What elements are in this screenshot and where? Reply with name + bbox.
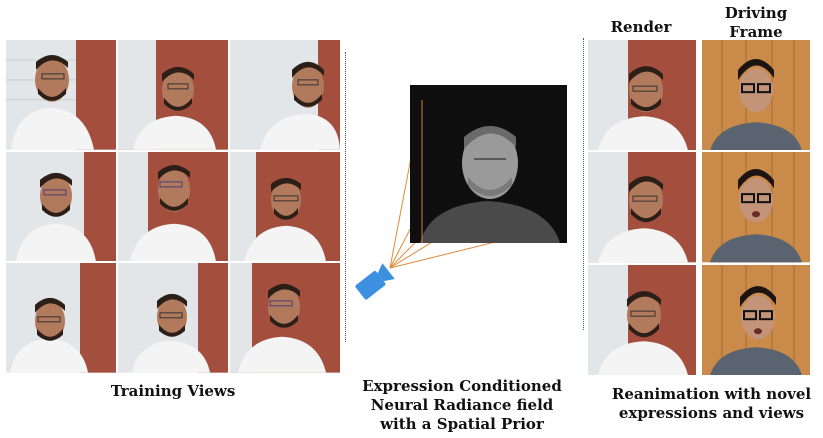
camera-icon: [355, 263, 395, 300]
reanimation-label-line1: Reanimation with novel: [611, 385, 812, 403]
driving-header-line2: Frame: [729, 23, 783, 41]
training-views-label: Training Views: [110, 382, 236, 400]
render-2: [588, 152, 696, 263]
reanimation-label: Reanimation with novel expressions and v…: [600, 385, 823, 423]
training-view-7: [6, 263, 116, 373]
separator-right: [583, 38, 584, 330]
training-view-5: [118, 151, 228, 262]
training-views-grid: [6, 40, 340, 373]
training-view-9: [230, 263, 340, 373]
nerf-render-image: [410, 85, 567, 243]
training-view-4: [6, 151, 116, 262]
driving-frame-header: Driving Frame: [702, 4, 810, 42]
driving-header-line1: Driving: [724, 4, 788, 22]
render-column: [588, 40, 696, 375]
center-label-line1: Expression Conditioned: [362, 377, 562, 395]
center-label-line2: Neural Radiance field: [370, 396, 554, 414]
training-view-3: [230, 40, 340, 150]
driving-frame-2: [702, 152, 810, 263]
reanimation-label-line2: expressions and views: [618, 404, 805, 422]
render-3: [588, 264, 696, 375]
center-label: Expression Conditioned Neural Radiance f…: [350, 377, 574, 434]
driving-frame-3: [702, 264, 810, 375]
training-view-1: [6, 40, 116, 150]
training-view-8: [118, 263, 228, 373]
center-label-line3: with a Spatial Prior: [380, 415, 544, 433]
render-1: [588, 40, 696, 151]
separator-left: [345, 52, 346, 342]
training-view-2: [118, 40, 228, 150]
driving-frame-1: [702, 40, 810, 151]
training-view-6: [230, 151, 340, 262]
driving-frame-column: [702, 40, 810, 375]
render-header: Render: [610, 18, 672, 36]
